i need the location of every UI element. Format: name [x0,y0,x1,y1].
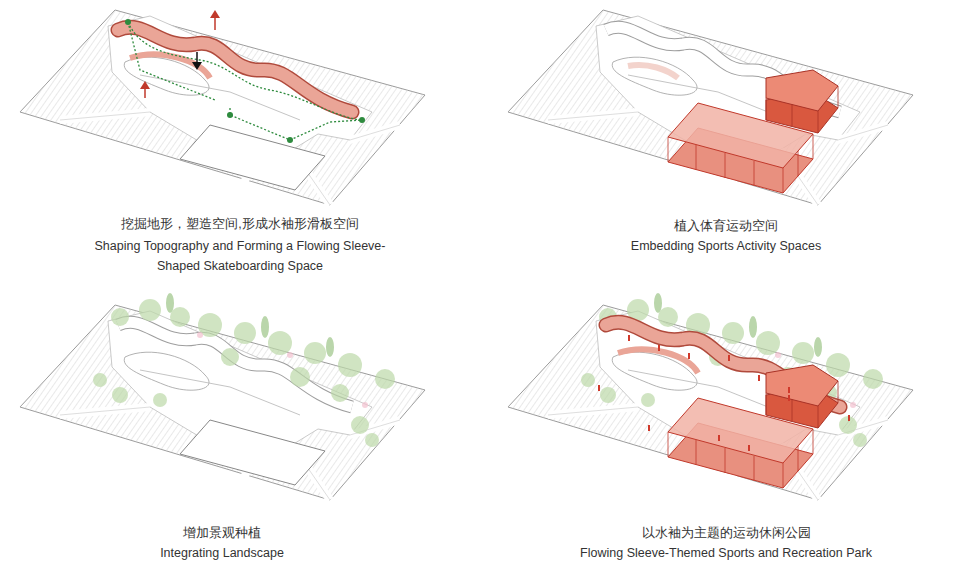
caption-text: 挖掘地形，塑造空间,形成水袖形滑板空间 [50,214,430,234]
caption-text: Flowing Sleeve-Themed Sports and Recreat… [526,543,926,563]
caption-text: Embedding Sports Activity Spaces [536,236,916,256]
caption-text: Shaping Topography and Forming a Flowing… [75,236,405,276]
caption-text: Integrating Landscape [32,543,412,563]
caption-text: 增加景观种植 [32,523,412,543]
caption-text: 植入体育运动空间 [536,216,916,236]
caption-text: 以水袖为主题的运动休闲公园 [536,523,916,543]
